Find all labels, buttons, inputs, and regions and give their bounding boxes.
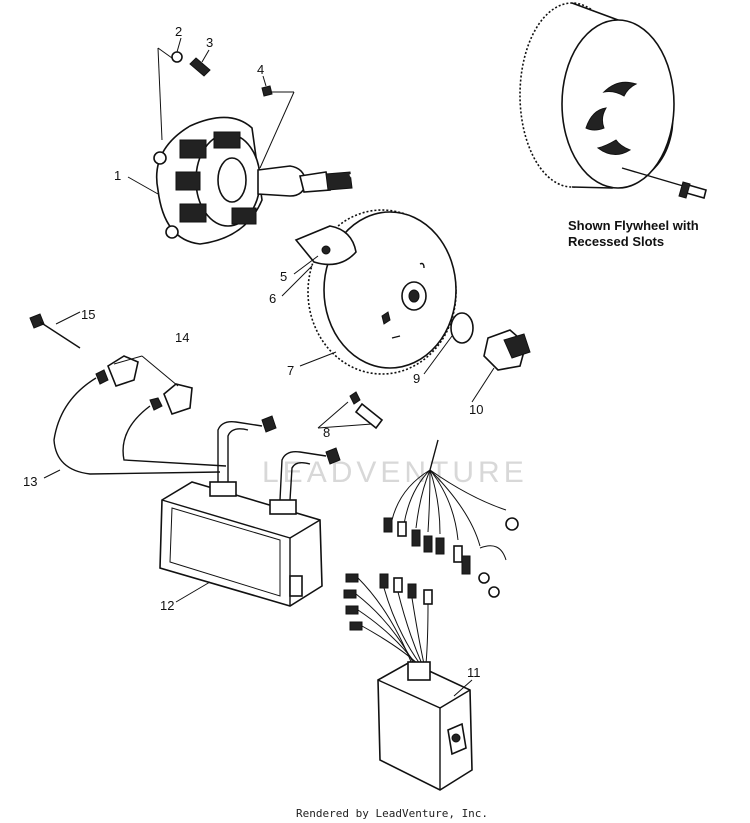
stator-assembly [153,116,518,441]
callout-6: 6 [269,291,276,306]
callout-2: 2 [175,24,182,39]
key-and-washer-5-6 [294,225,357,266]
washer-and-nut-9-10 [450,312,531,371]
wire-harness [343,439,519,665]
spark-plug-leads-13-14-15 [29,313,227,475]
cdi-box [159,415,341,607]
callout-5: 5 [280,269,287,284]
callout-3: 3 [206,35,213,50]
footer-credit: Rendered by LeadVenture, Inc. [296,807,488,820]
callout-11: 11 [467,665,481,680]
callout-4: 4 [257,62,264,77]
recessed-flywheel-illustration [519,2,707,199]
flywheel [307,209,457,375]
screw-8 [349,391,384,430]
callout-1: 1 [114,168,121,183]
callout-13: 13 [23,474,37,489]
callout-8: 8 [323,425,330,440]
voltage-regulator [377,661,473,791]
callout-15: 15 [81,307,95,322]
callout-14: 14 [175,330,189,345]
screw-parts-2-3-4 [157,47,295,169]
watermark-text: LEADVENTURE [262,456,528,489]
note-line-1: Shown Flywheel with [568,218,699,233]
callout-12: 12 [160,598,174,613]
callout-9: 9 [413,371,420,386]
leader-lines [43,37,495,697]
note-line-2: Recessed Slots [568,234,664,249]
callout-10: 10 [469,402,483,417]
callout-7: 7 [287,363,294,378]
